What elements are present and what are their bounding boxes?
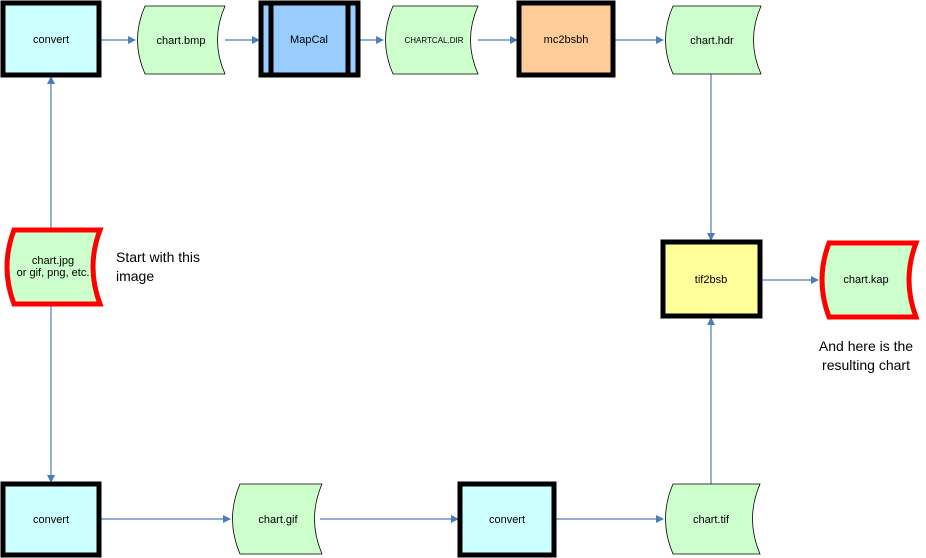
document-chart-kap[interactable]: chart.kap [819,240,920,320]
document-chart-hdr-label: chart.hdr [690,35,734,47]
document-chart-tif[interactable]: chart.tif [665,483,761,555]
predefined-process-mapcal[interactable]: MapCal [258,0,361,78]
document-chart-hdr[interactable]: chart.hdr [665,5,762,75]
process-convert-top-label: convert [33,34,69,46]
process-convert-bottom-mid-label: convert [489,514,525,526]
document-chart-jpg-line2: or gif, png, etc. [17,267,90,279]
process-convert-bottom-left[interactable]: convert [0,481,102,558]
document-chart-gif-label: chart.gif [258,514,298,526]
document-chartcal-dir[interactable]: CHARTCAL.DIR [385,5,479,75]
annotation-result-line2: resulting chart [822,357,910,373]
process-tif2bsb-label: tif2bsb [695,274,727,286]
annotation-start: Start with this image [116,249,200,284]
document-chart-jpg[interactable]: chart.jpg or gif, png, etc. [4,227,104,307]
process-convert-bottom-mid[interactable]: convert [457,481,557,558]
process-mc2bsbh-label: mc2bsbh [544,34,589,46]
annotation-result: And here is the resulting chart [819,338,913,373]
predefined-process-mapcal-label: MapCal [290,34,328,46]
annotation-result-line1: And here is the [819,338,913,354]
process-mc2bsbh[interactable]: mc2bsbh [516,0,616,78]
process-convert-bottom-left-label: convert [33,514,69,526]
document-chart-jpg-line1: chart.jpg [32,255,74,267]
document-chart-kap-label: chart.kap [843,274,888,286]
annotation-start-line1: Start with this [116,249,200,265]
annotation-start-line2: image [116,268,154,284]
document-chartcal-dir-label: CHARTCAL.DIR [405,36,464,45]
document-chart-bmp[interactable]: chart.bmp [137,5,226,75]
process-tif2bsb[interactable]: tif2bsb [660,239,763,319]
document-chart-tif-label: chart.tif [693,514,730,526]
document-chart-gif[interactable]: chart.gif [232,483,323,555]
process-convert-top[interactable]: convert [0,0,102,78]
connectors [47,36,819,523]
document-chart-bmp-label: chart.bmp [157,35,206,47]
